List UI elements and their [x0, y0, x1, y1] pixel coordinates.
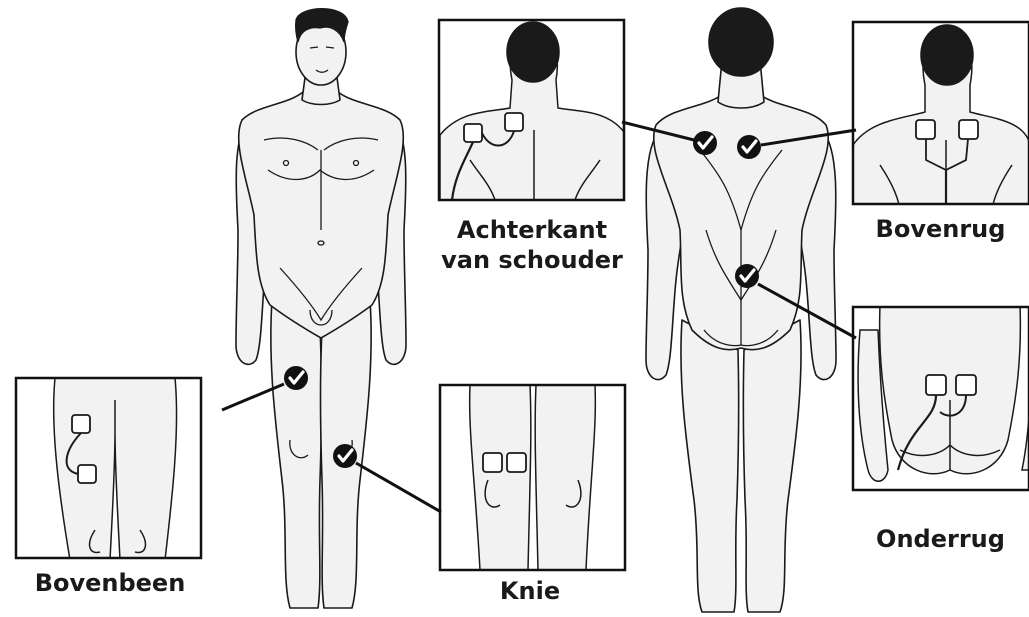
marker-shoulder-back[interactable] [693, 131, 717, 155]
inset-upper-back [853, 22, 1029, 210]
caption-knee: Knie [440, 576, 620, 606]
inset-shoulder-back [439, 20, 626, 205]
marker-lower-back[interactable] [735, 264, 759, 288]
check-icon [333, 444, 357, 468]
check-icon [693, 131, 717, 155]
caption-thigh: Bovenbeen [20, 568, 200, 598]
check-icon [284, 366, 308, 390]
caption-upper-back: Bovenrug [852, 214, 1029, 244]
check-icon [735, 264, 759, 288]
front-body-figure [236, 19, 406, 608]
marker-upper-back[interactable] [737, 135, 761, 159]
inset-thigh [16, 378, 201, 560]
caption-shoulder-back: Achterkant van schouder [432, 215, 632, 275]
inset-knee [440, 385, 625, 570]
caption-shoulder-line1: Achterkant [432, 215, 632, 245]
inset-lower-back [853, 305, 1029, 490]
caption-lower-back: Onderrug [852, 524, 1029, 554]
marker-knee[interactable] [333, 444, 357, 468]
marker-thigh[interactable] [284, 366, 308, 390]
check-icon [737, 135, 761, 159]
caption-shoulder-line2: van schouder [432, 245, 632, 275]
